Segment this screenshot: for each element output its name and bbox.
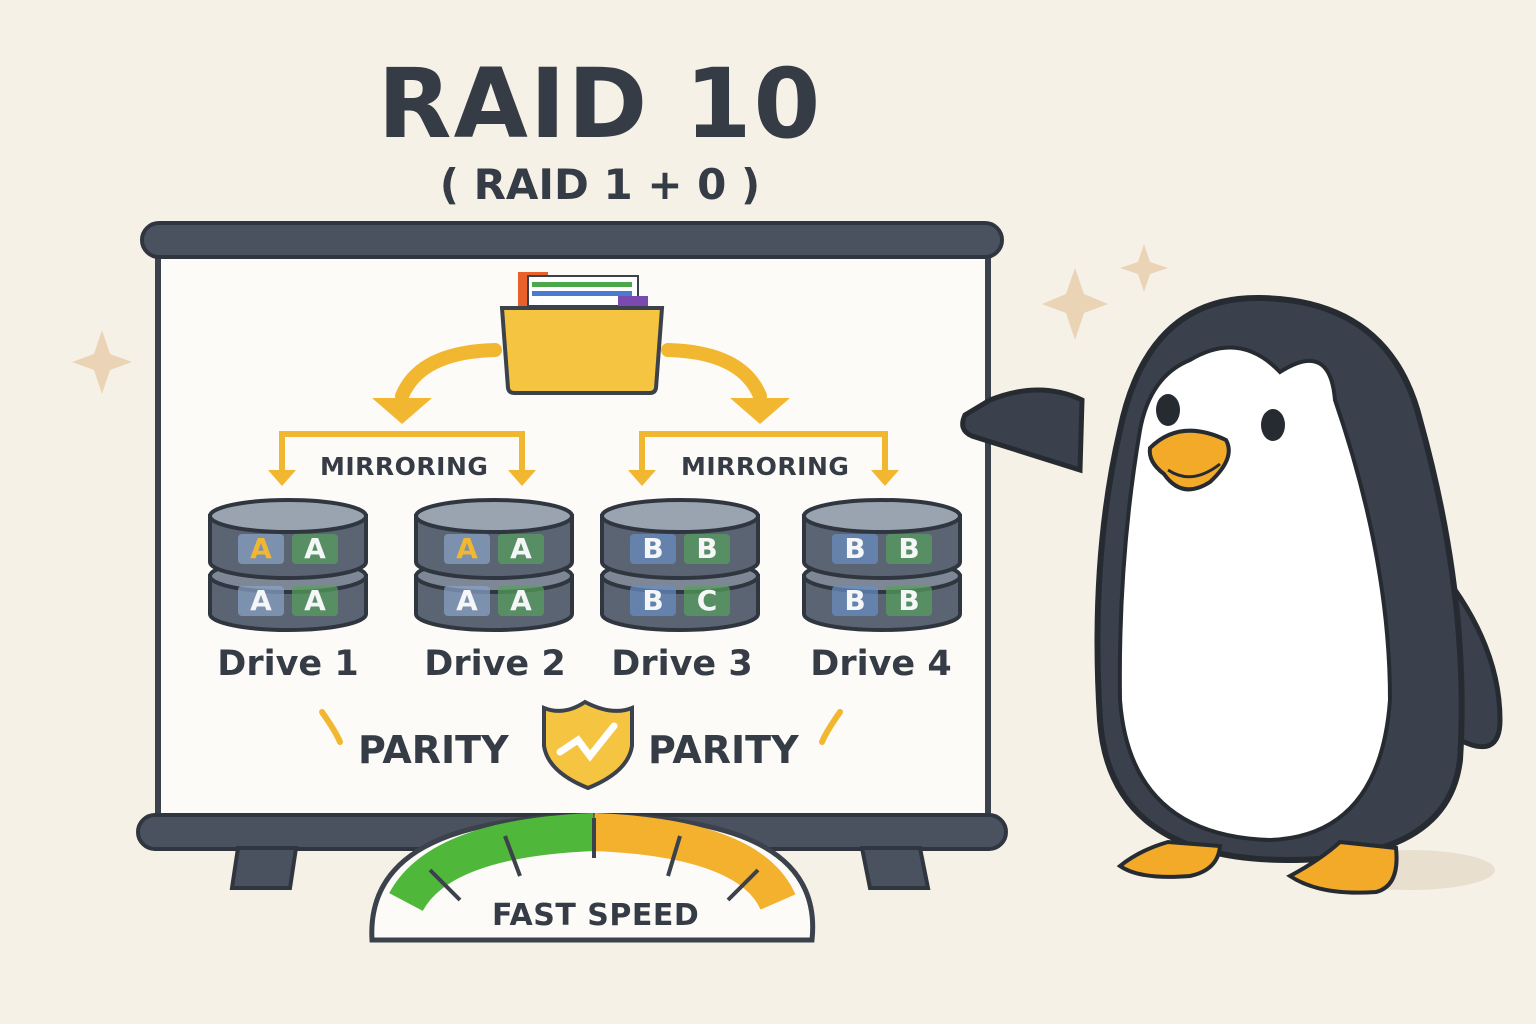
page-title: RAID 10 (377, 48, 823, 160)
sparkle-decoration (72, 244, 1168, 394)
penguin-mascot (960, 294, 1503, 895)
speed-label: FAST SPEED (492, 898, 700, 933)
page-subtitle: ( RAID 1 + 0 ) (439, 160, 761, 209)
drive-group (208, 498, 962, 632)
drive-2-cell: A (510, 584, 532, 617)
drive-1-cell: A (304, 584, 326, 617)
drive-3-cell: B (642, 532, 664, 565)
drive-1-label: Drive 1 (217, 644, 359, 684)
parity-brackets (319, 709, 843, 745)
drive-3-label: Drive 3 (611, 644, 753, 684)
drive-2-cell: A (510, 532, 532, 565)
parity-label-left: PARITY (358, 728, 509, 772)
drive-3-cylinder (600, 498, 760, 632)
split-arrows (395, 343, 767, 403)
drive-1-cell: A (304, 532, 326, 565)
speed-gauge (369, 813, 816, 943)
mirror-brackets (279, 431, 888, 472)
drive-4-cell: B (898, 532, 920, 565)
parity-label-right: PARITY (648, 728, 799, 772)
drive-4-cell: B (844, 532, 866, 565)
drive-4-cell: B (844, 584, 866, 617)
mirroring-label-left: MIRRORING (320, 452, 489, 481)
drive-1-cell: A (250, 584, 272, 617)
drive-3-cell: B (696, 532, 718, 565)
drive-3-cell: B (642, 584, 664, 617)
drive-3-cell: C (696, 584, 718, 617)
drive-4-cell: B (898, 584, 920, 617)
drive-2-cylinder (414, 498, 574, 632)
drive-2-cell: A (456, 584, 478, 617)
shield-icon (542, 699, 634, 791)
drive-4-cylinder (802, 498, 962, 632)
drive-2-cell: A (456, 532, 478, 565)
drive-4-label: Drive 4 (810, 644, 952, 684)
drive-1-cylinder (208, 498, 368, 632)
mirroring-label-right: MIRRORING (681, 452, 850, 481)
drive-2-label: Drive 2 (424, 644, 566, 684)
folder-icon (499, 272, 665, 395)
drive-1-cell: A (250, 532, 272, 565)
